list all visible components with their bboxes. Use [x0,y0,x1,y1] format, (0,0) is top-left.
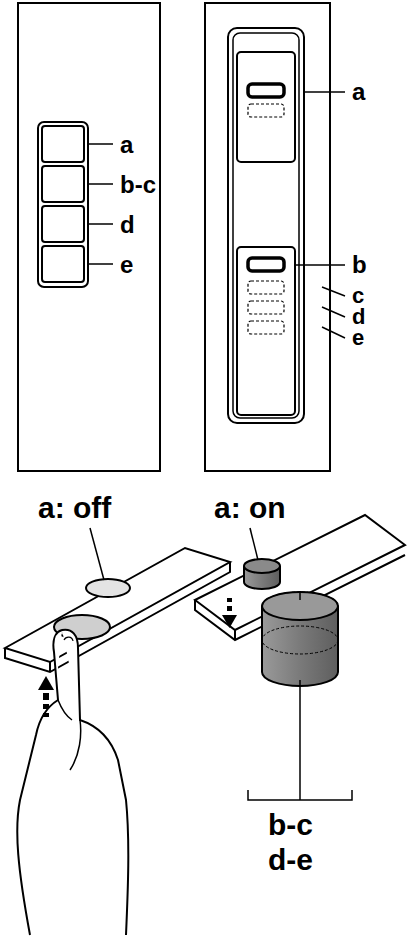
panel-outline [18,3,160,471]
callout-label: b [352,253,367,277]
callout-label: a [352,80,365,104]
callout-label: a: on [214,493,286,523]
press-arrow [38,676,54,717]
release-arrow [222,598,237,628]
slider [237,247,295,415]
callout-label: c [352,285,364,307]
callout-label: a [120,133,133,157]
leader-lines [295,92,345,338]
callout-label: d-e [268,845,313,875]
leader-line [299,686,301,800]
hand-detail [58,700,81,770]
bracket [248,790,352,800]
fingernail [64,637,73,641]
callout-label: e [352,327,364,349]
position-mark [248,301,284,314]
leader-line [250,528,258,560]
button [42,246,84,282]
leader-lines [88,144,113,264]
slider [237,52,295,162]
button [42,166,84,202]
panel-outline [205,3,330,471]
callout-label: a: off [38,493,111,523]
callout-label: b-c [120,173,156,197]
button [42,126,84,162]
position-mark [248,258,284,271]
callout-label: d [352,306,365,328]
hand [17,630,128,935]
position-mark [248,84,284,97]
callout-label: b-c [268,810,313,840]
slot-frame [228,28,304,423]
position-mark [248,104,284,117]
callout-label: d [120,213,135,237]
slot-inner [233,33,299,418]
plate-on [195,515,405,686]
button [42,206,84,242]
leader-line [90,528,104,580]
position-mark [248,281,284,294]
position-mark [248,321,284,334]
callout-label: e [120,253,133,277]
button-frame [38,122,88,287]
